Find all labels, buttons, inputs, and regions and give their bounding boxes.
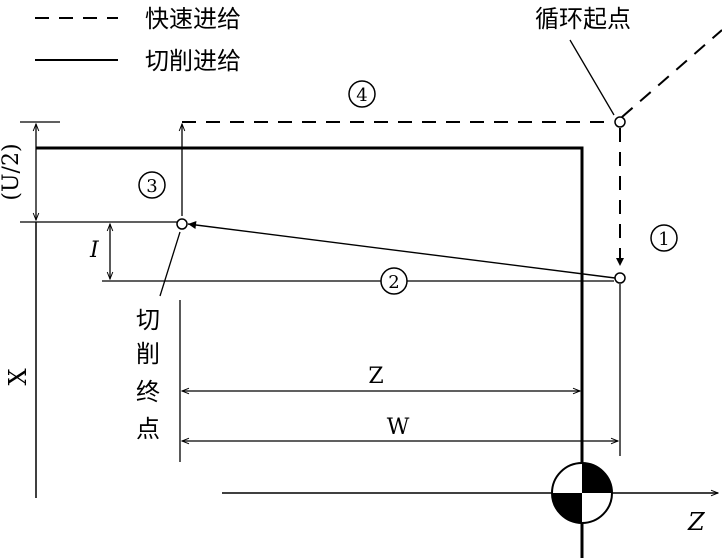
w-dim-label: W: [387, 415, 410, 440]
rapid-approach-path: [621, 29, 722, 118]
step-4-label: 4: [356, 85, 367, 106]
u-half-label: (U/2): [0, 143, 24, 200]
step-1-label: 1: [658, 229, 669, 250]
i-label: I: [89, 238, 100, 263]
step-2-marker: 2: [380, 267, 408, 295]
step-3-label: 3: [146, 176, 157, 197]
cut-end-label: 切 削 终 点: [136, 306, 160, 443]
cut-end-char-2: 削: [136, 340, 160, 368]
z-axis-label: Z: [687, 508, 706, 536]
step-2-label: 2: [388, 272, 399, 293]
cut-end-char-1: 切: [136, 306, 160, 334]
cycle-start-leader: [569, 39, 615, 116]
legend: 快速进给 切削进给: [35, 5, 241, 75]
cycle-start-point: [614, 116, 626, 128]
cycle-start-label: 循环起点: [535, 5, 631, 33]
workpiece-outline: [36, 146, 584, 558]
cut-end-char-4: 点: [136, 415, 160, 443]
legend-cut-label: 切削进给: [145, 47, 241, 75]
step-4-marker: 4: [348, 80, 376, 108]
feed-start-point: [614, 272, 626, 284]
step-1-marker: 1: [650, 224, 678, 252]
cut-end-leader: [159, 231, 181, 297]
cutting-feed-path: [187, 221, 616, 279]
x-axis-label: X: [4, 368, 32, 385]
legend-rapid-label: 快速进给: [145, 5, 241, 33]
origin-symbol: [551, 462, 613, 524]
cut-end-char-3: 终: [136, 378, 160, 406]
z-dim-label: Z: [368, 364, 383, 389]
cut-end-point: [176, 218, 188, 230]
step-3-marker: 3: [138, 171, 166, 199]
